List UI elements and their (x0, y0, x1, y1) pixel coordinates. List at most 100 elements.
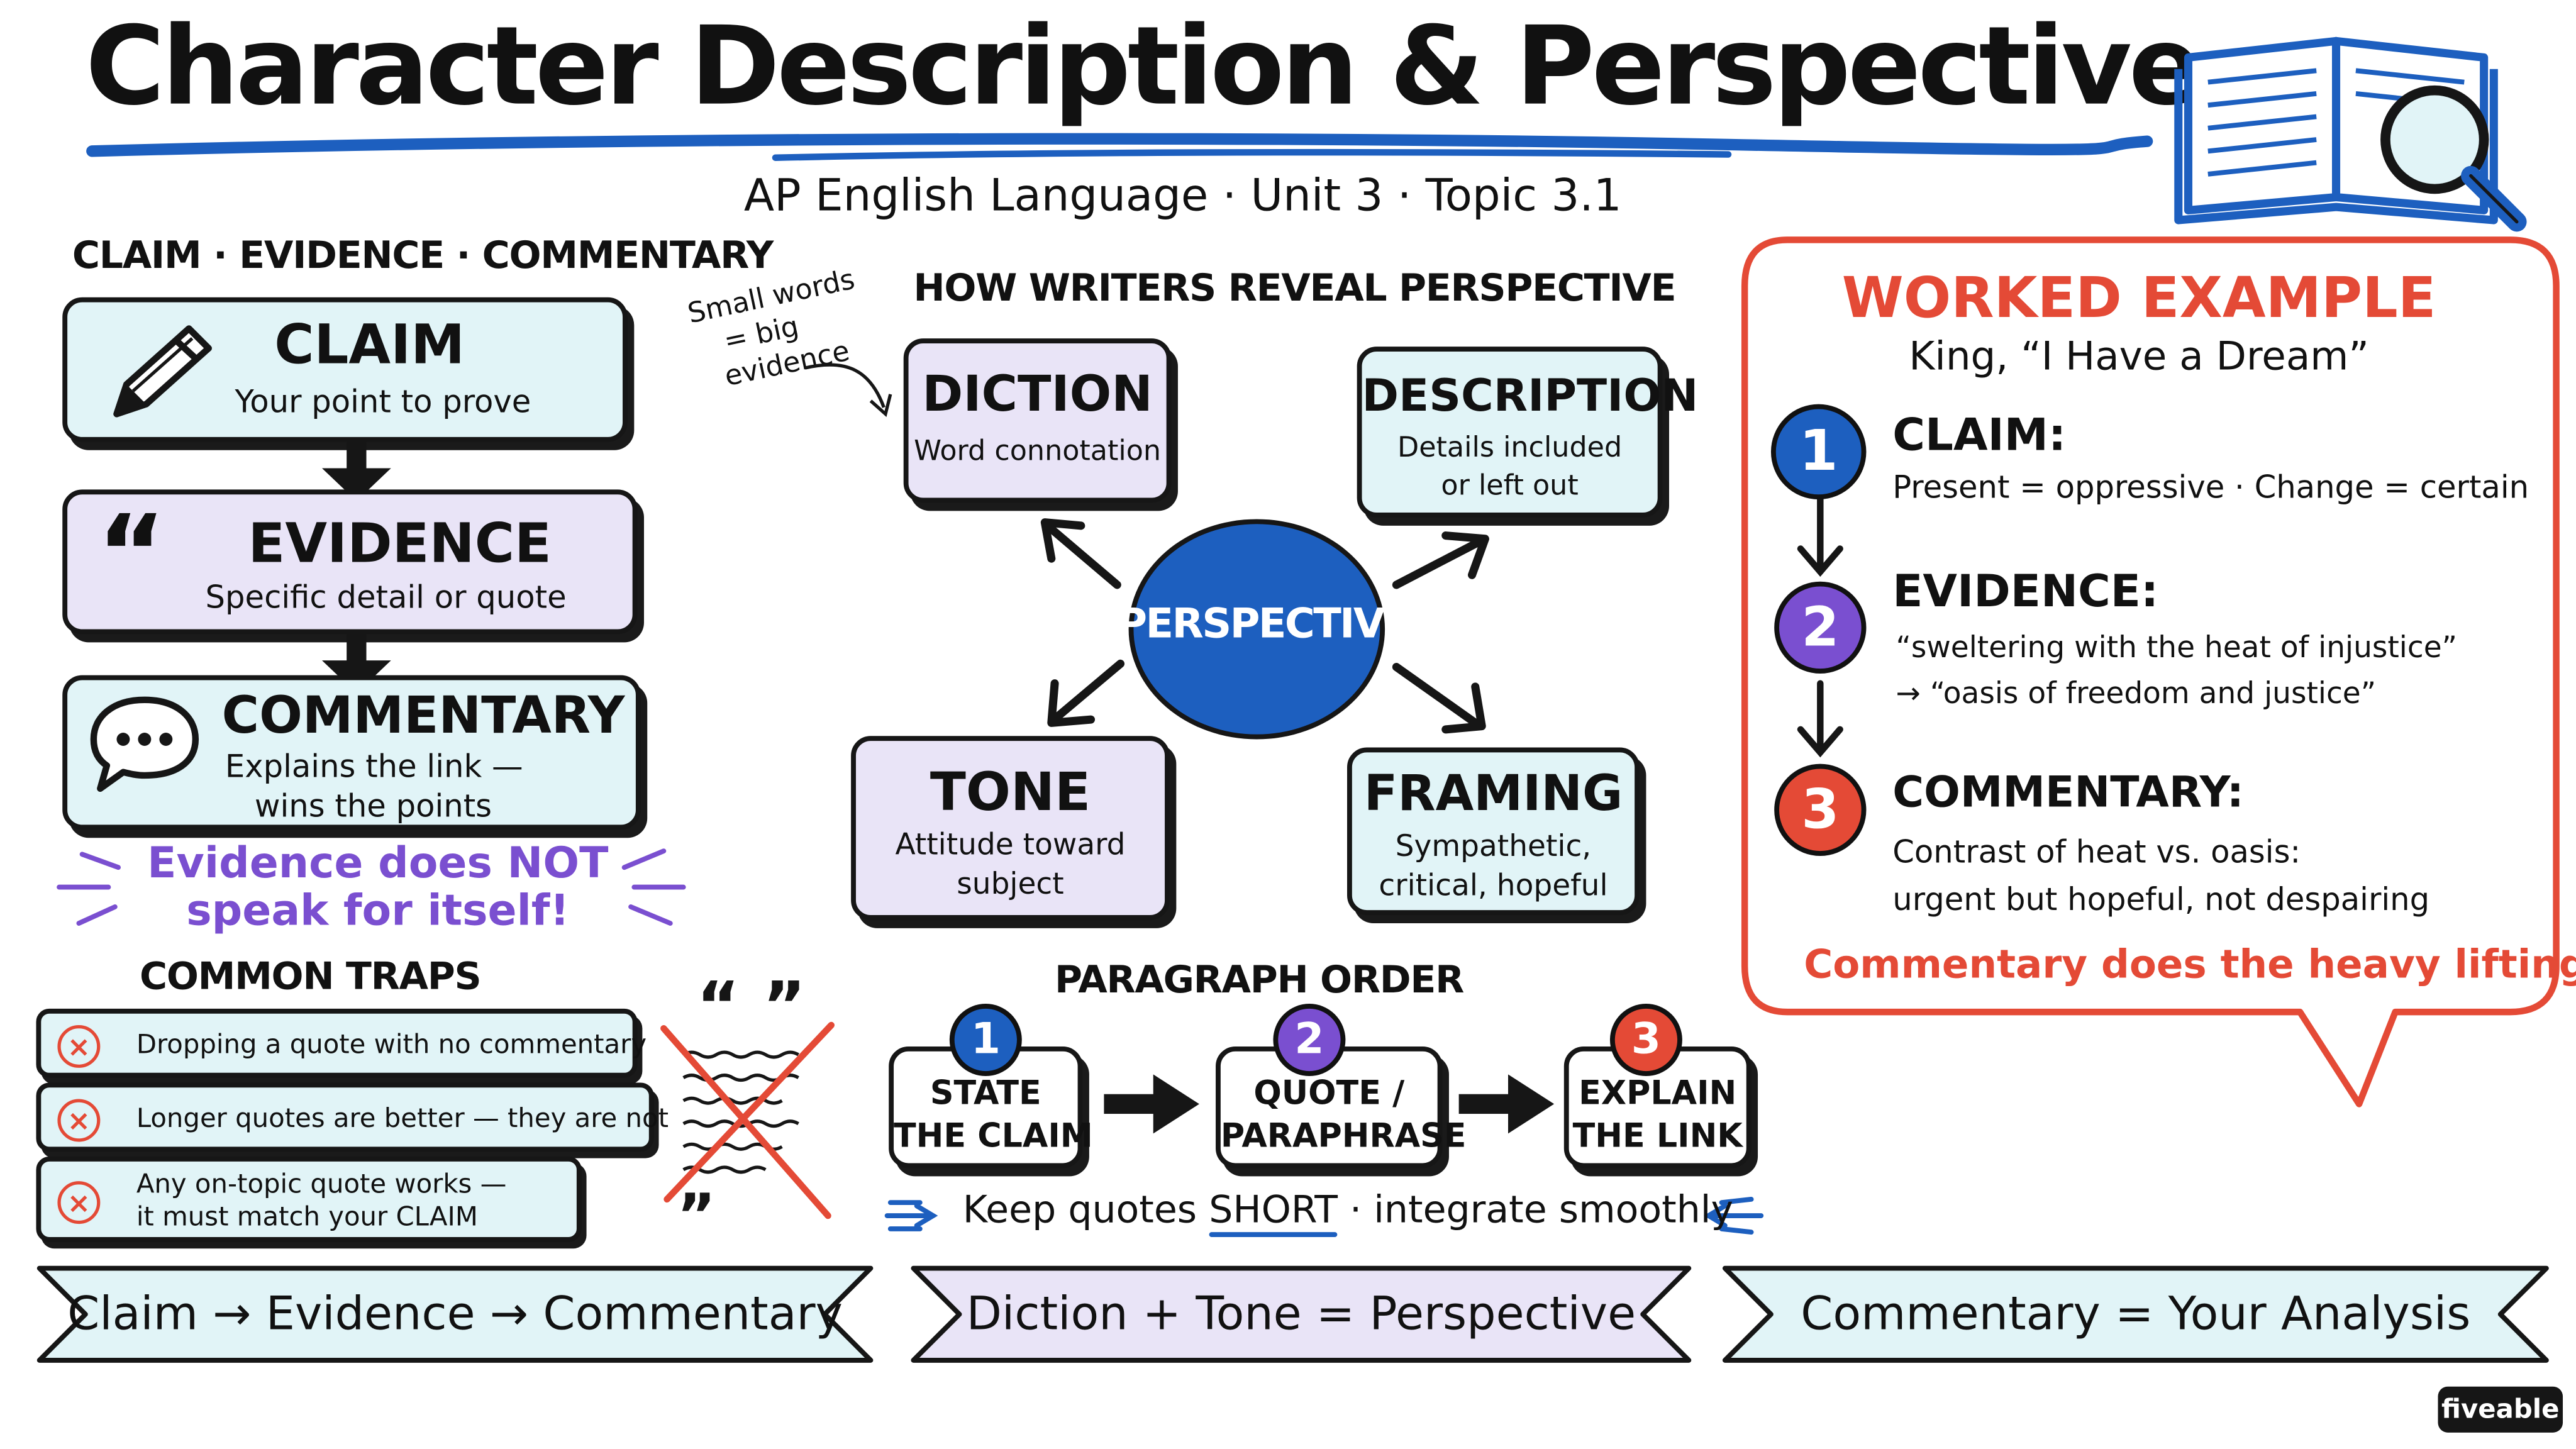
paragraph-order-heading: PARAGRAPH ORDER (1055, 959, 1464, 1002)
step-line2: PARAPHRASE (1220, 1115, 1467, 1155)
trap-item-text: Any on-topic quote works — it must match… (136, 1168, 507, 1233)
step-number: 1 (949, 1004, 1022, 1076)
x-circle-icon: × (57, 1181, 101, 1224)
tone-desc-line2: subject (957, 867, 1064, 902)
book-magnifier-icon (2174, 36, 2527, 232)
example-evidence-label: EVIDENCE: (1892, 567, 2159, 618)
description-box: DESCRIPTION Details included or left out (1357, 347, 1698, 518)
trap-item: × Dropping a quote with no commentary (36, 1008, 647, 1078)
pencil-icon (113, 325, 212, 418)
trap-item: × Longer quotes are better — they are no… (36, 1082, 669, 1152)
framing-desc-line1: Sympathetic, (1395, 830, 1592, 865)
evidence-callout: Evidence does NOT speak for itself! (99, 839, 657, 936)
example-step-number: 2 (1774, 581, 1867, 674)
description-desc-line2: or left out (1441, 470, 1579, 503)
tip-short: SHORT (1209, 1189, 1338, 1233)
traps-heading: COMMON TRAPS (140, 956, 482, 999)
commentary-box: COMMENTARY Explains the link — wins the … (62, 675, 641, 830)
arrow-icon (1104, 1074, 1199, 1134)
worked-example-heading: WORKED EXAMPLE (1841, 266, 2436, 332)
framing-desc-line2: critical, hopeful (1379, 869, 1608, 904)
diction-box: DICTION Word connotation (903, 338, 1172, 503)
example-step-number: 3 (1774, 763, 1867, 856)
claim-box: CLAIM Your point to prove (62, 297, 628, 442)
step-line1: STATE (930, 1072, 1041, 1113)
description-desc-line1: Details included (1397, 432, 1623, 465)
banner-text: Diction + Tone = Perspective (966, 1286, 1636, 1341)
example-commentary-line2: urgent but hopeful, not despairing (1892, 882, 2430, 919)
step-line2: THE CLAIM (894, 1115, 1093, 1155)
banner-commentary: Commentary = Your Analysis (1718, 1262, 2553, 1367)
tip-pre: Keep quotes (962, 1189, 1197, 1233)
title-underline (86, 133, 2153, 161)
banner-text: Claim → Evidence → Commentary (67, 1286, 843, 1341)
trap-item-text: Dropping a quote with no commentary (136, 1028, 647, 1060)
example-step-number: 1 (1770, 404, 1867, 500)
evidence-desc: Specific detail or quote (205, 580, 567, 616)
brand-logo: fiveable (2438, 1386, 2563, 1433)
claim-title: CLAIM (274, 312, 465, 377)
worked-example-arrows (1797, 496, 1843, 758)
example-commentary-text: Contrast of heat vs. oasis: urgent but h… (1892, 830, 2429, 925)
step-line1: EXPLAIN (1579, 1072, 1737, 1113)
svg-text:“ ”: “ ” (697, 979, 806, 1044)
claim-desc: Your point to prove (235, 384, 531, 421)
trap-item: × Any on-topic quote works — it must mat… (36, 1156, 582, 1242)
example-commentary-label: COMMENTARY: (1892, 769, 2244, 818)
step-box-claim: STATE THE CLAIM (889, 1046, 1093, 1169)
banner-diction-tone: Diction + Tone = Perspective (907, 1262, 1696, 1367)
perspective-heading: HOW WRITERS REVEAL PERSPECTIVE (913, 267, 1676, 311)
diction-desc: Word connotation (914, 435, 1162, 469)
worked-example-bubble (1741, 236, 2560, 1108)
tone-title: TONE (930, 760, 1091, 823)
arrow-icon (1458, 1074, 1555, 1134)
trap-item-line1: Any on-topic quote works — (136, 1168, 507, 1199)
svg-text:”: ” (677, 1181, 716, 1241)
callout-burst-lines (57, 848, 686, 926)
arrow-icon (321, 438, 391, 501)
commentary-desc-line2: wins the points (254, 788, 492, 825)
perspective-center-label: PERSPECTIVE (1117, 599, 1411, 648)
note-arrow (804, 363, 892, 418)
tip-post: · integrate smoothly (1350, 1189, 1734, 1233)
speech-bubble-icon (90, 696, 199, 792)
evidence-box: “ EVIDENCE Specific detail or quote (62, 489, 638, 635)
tip-underline (1209, 1232, 1338, 1237)
crossed-quote-icon: “ ” ” (660, 979, 835, 1242)
worked-example-footer: Commentary does the heavy lifting. (1804, 941, 2576, 987)
evidence-title: EVIDENCE (248, 511, 552, 575)
quote-icon: “ (97, 494, 166, 616)
page-subtitle: AP English Language · Unit 3 · Topic 3.1 (743, 170, 1622, 222)
framing-desc: Sympathetic, critical, hopeful (1352, 828, 1635, 907)
banner-claim-evidence: Claim → Evidence → Commentary (33, 1262, 877, 1367)
example-claim-text: Present = oppressive · Change = certain (1892, 470, 2529, 506)
perspective-center: PERSPECTIVE (1117, 519, 1411, 740)
evidence-callout-line2: speak for itself! (186, 887, 570, 936)
example-claim-label: CLAIM: (1892, 411, 2067, 462)
step-line1: QUOTE / (1253, 1072, 1405, 1113)
framing-box: FRAMING Sympathetic, critical, hopeful (1347, 747, 1640, 915)
example-evidence-line1: “sweltering with the heat of injustice” (1896, 631, 2458, 665)
banner-text: Commentary = Your Analysis (1801, 1286, 2471, 1341)
page-title: Character Description & Perspective (85, 3, 2202, 130)
commentary-desc-line1: Explains the link — (225, 749, 523, 786)
example-evidence-line2: → “oasis of freedom and justice” (1896, 677, 2377, 712)
cec-heading: CLAIM · EVIDENCE · COMMENTARY (72, 235, 774, 278)
step-number: 2 (1273, 1004, 1346, 1076)
worked-example-source: King, “I Have a Dream” (1909, 333, 2369, 380)
x-circle-icon: × (57, 1099, 101, 1142)
step-line2: THE LINK (1572, 1115, 1743, 1155)
diction-title: DICTION (922, 366, 1153, 424)
commentary-title: COMMENTARY (221, 686, 625, 746)
trap-item-line2: it must match your CLAIM (136, 1201, 478, 1233)
evidence-callout-line1: Evidence does NOT (147, 839, 609, 889)
paragraph-tip: Keep quotes SHORT · integrate smoothly (962, 1189, 1734, 1237)
tone-desc: Attitude toward subject (856, 826, 1165, 905)
description-desc: Details included or left out (1362, 430, 1658, 506)
trap-item-text: Longer quotes are better — they are not (136, 1102, 669, 1134)
example-commentary-line1: Contrast of heat vs. oasis: (1892, 834, 2301, 871)
example-evidence-text: “sweltering with the heat of injustice” … (1896, 626, 2457, 718)
step-number: 3 (1609, 1004, 1682, 1076)
x-circle-icon: × (57, 1025, 101, 1068)
